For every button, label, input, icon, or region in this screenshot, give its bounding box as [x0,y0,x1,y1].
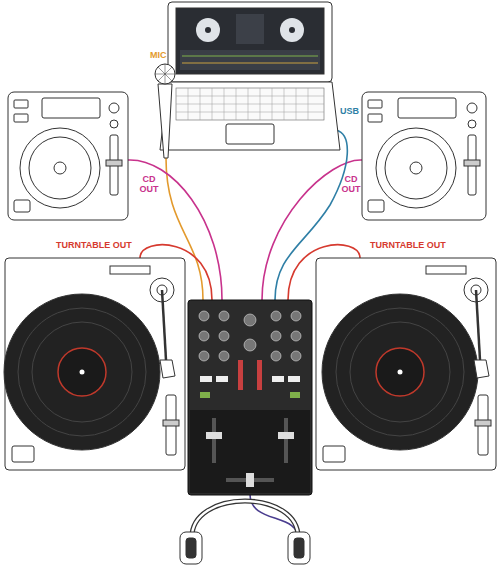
cable-label: TURNTABLE OUT [56,240,132,250]
laptop [160,2,340,150]
cable-label: CD OUT [136,174,162,195]
cable-label: TURNTABLE OUT [370,240,446,250]
cable-label: MIC [150,50,167,60]
mixer [188,300,312,495]
cd-player [362,92,486,220]
cable-label: CD OUT [338,174,364,195]
cd-player [8,92,128,220]
headphones [180,501,310,564]
turntable [316,258,496,470]
cable-label: USB [340,106,359,116]
turntable [4,258,185,470]
microphone [155,64,175,158]
